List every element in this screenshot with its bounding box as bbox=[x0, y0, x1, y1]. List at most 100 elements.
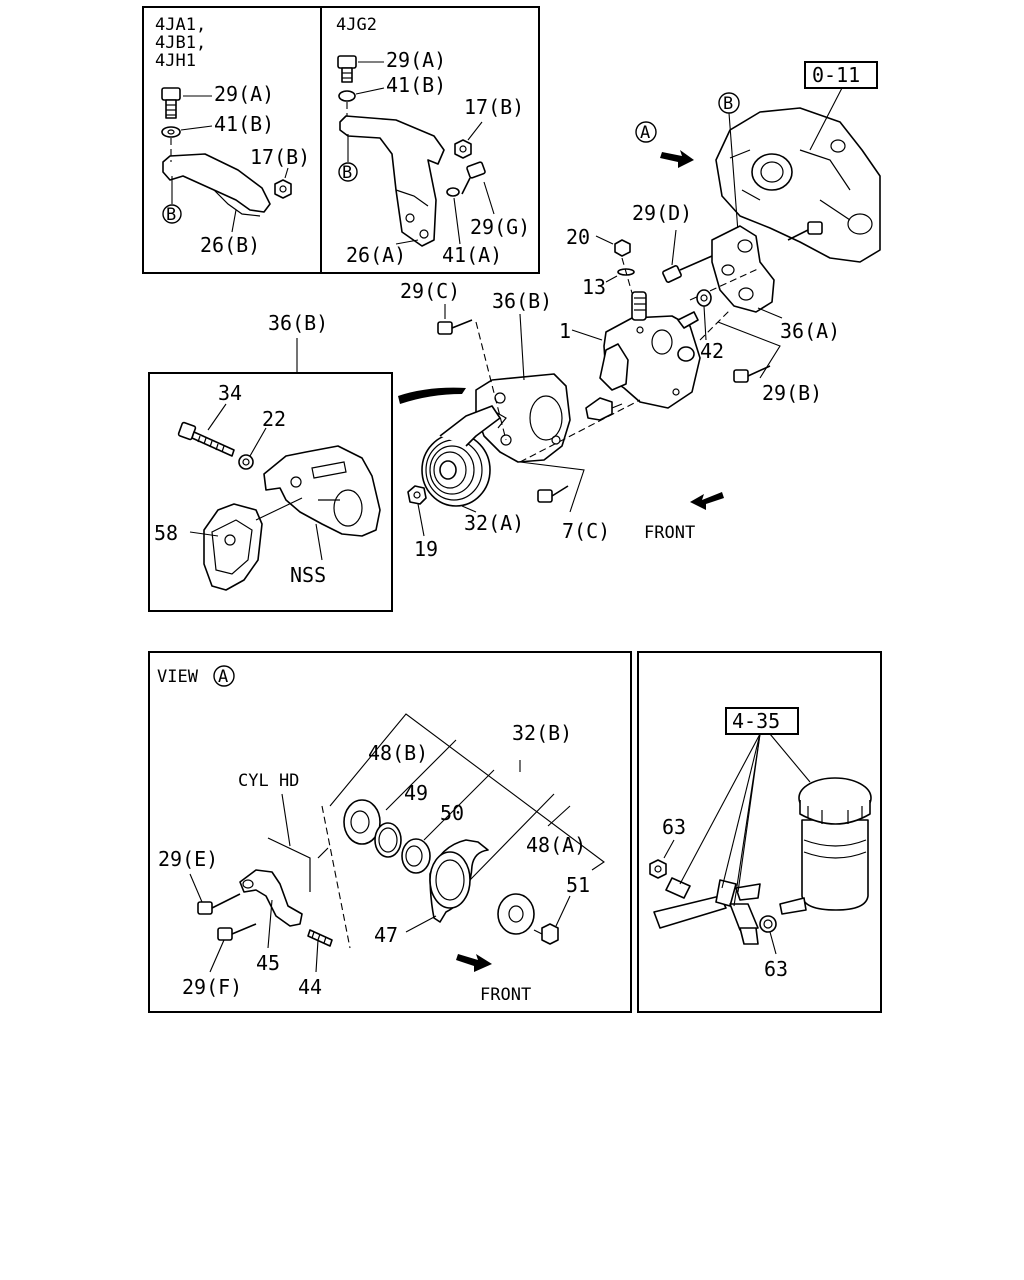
label-26a: 26(A) bbox=[346, 243, 406, 267]
label-49: 49 bbox=[404, 781, 428, 805]
bolt-29g bbox=[461, 161, 486, 195]
bolt-51 bbox=[533, 923, 559, 945]
detail-36b: 36(B) 34 22 NSS 58 bbox=[148, 311, 393, 612]
label-32b: 32(B) bbox=[512, 721, 572, 745]
stud-44 bbox=[307, 929, 333, 947]
detail-pointer bbox=[398, 387, 466, 404]
label-0-11: 0-11 bbox=[812, 63, 860, 87]
view-a-arrow bbox=[660, 150, 694, 168]
bracket-45 bbox=[239, 869, 303, 927]
main-assembly: 0-11 B A 36(A) 29(D) 20 13 bbox=[398, 61, 881, 561]
nut-17b-left bbox=[274, 179, 292, 199]
reservoir-tank bbox=[798, 777, 872, 911]
label-41b-right: 41(B) bbox=[386, 73, 446, 97]
bolt-29a-left bbox=[161, 87, 181, 119]
cover-58 bbox=[203, 503, 263, 591]
label-17b-right: 17(B) bbox=[464, 95, 524, 119]
ref-box-0-11 bbox=[804, 61, 878, 89]
washer-42 bbox=[696, 289, 712, 307]
label-41b-left: 41(B) bbox=[214, 112, 274, 136]
bolt-7c bbox=[537, 485, 569, 503]
callout-a-main bbox=[635, 121, 657, 143]
label-a-main: A bbox=[640, 123, 650, 143]
label-63-lower: 63 bbox=[764, 957, 788, 981]
engine-block bbox=[715, 107, 881, 263]
label-29a-right: 29(A) bbox=[386, 48, 446, 72]
washer-22 bbox=[238, 454, 254, 470]
pulley-32a bbox=[421, 405, 501, 507]
label-front-view: FRONT bbox=[480, 985, 531, 1005]
label-29f: 29(F) bbox=[182, 975, 242, 999]
nut-20 bbox=[614, 239, 631, 257]
nut-17b-right bbox=[454, 139, 472, 159]
hose-left bbox=[653, 895, 727, 929]
label-cyl-hd: CYL HD bbox=[238, 771, 299, 791]
model-label-2: 4JB1, bbox=[155, 33, 206, 53]
label-48a: 48(A) bbox=[526, 833, 586, 857]
label-29a-left: 29(A) bbox=[214, 82, 274, 106]
label-29d: 29(D) bbox=[632, 201, 692, 225]
label-b-left: B bbox=[166, 205, 176, 225]
label-51: 51 bbox=[566, 873, 590, 897]
label-front-main: FRONT bbox=[644, 523, 695, 543]
ref-box-4-35 bbox=[725, 707, 799, 735]
bearing-50 bbox=[401, 838, 431, 874]
label-4-35: 4-35 bbox=[732, 709, 780, 733]
washer-41a bbox=[446, 187, 460, 197]
label-13: 13 bbox=[582, 275, 606, 299]
washer-48a bbox=[497, 893, 535, 935]
label-29e: 29(E) bbox=[158, 847, 218, 871]
label-29c: 29(C) bbox=[400, 279, 460, 303]
label-26b: 26(B) bbox=[200, 233, 260, 257]
label-17b-left: 17(B) bbox=[250, 145, 310, 169]
label-22: 22 bbox=[262, 407, 286, 431]
front-arrow-view bbox=[456, 954, 492, 972]
label-1: 1 bbox=[559, 319, 571, 343]
label-36b-detail: 36(B) bbox=[268, 311, 328, 335]
label-nss: NSS bbox=[290, 563, 326, 587]
hose-right bbox=[729, 903, 759, 931]
label-b-right: B bbox=[342, 163, 352, 183]
tank-panel: 4-35 63 63 bbox=[637, 651, 882, 1013]
front-arrow-main bbox=[690, 492, 724, 510]
bracket-26a bbox=[339, 115, 445, 247]
model-label-1: 4JA1, bbox=[155, 15, 206, 35]
label-36a: 36(A) bbox=[780, 319, 840, 343]
clamp-63-upper bbox=[649, 859, 667, 879]
label-50: 50 bbox=[440, 801, 464, 825]
label-47: 47 bbox=[374, 923, 398, 947]
label-7c: 7(C) bbox=[562, 519, 610, 543]
model-label-3: 4JH1 bbox=[155, 51, 196, 71]
clamp-63-lower bbox=[759, 915, 777, 933]
label-36b-main: 36(B) bbox=[492, 289, 552, 313]
bolt-29b bbox=[733, 365, 771, 383]
label-20: 20 bbox=[566, 225, 590, 249]
label-34: 34 bbox=[218, 381, 242, 405]
bracket-nss bbox=[263, 445, 381, 537]
label-a-view: A bbox=[218, 667, 228, 687]
label-b-main: B bbox=[723, 94, 733, 114]
washer-41b-left bbox=[161, 126, 181, 138]
label-48b: 48(B) bbox=[368, 741, 428, 765]
label-29g: 29(G) bbox=[470, 215, 530, 239]
bolt-29a-right bbox=[337, 55, 357, 83]
label-29b: 29(B) bbox=[762, 381, 822, 405]
label-58: 58 bbox=[154, 521, 178, 545]
washer-48b bbox=[343, 799, 381, 845]
label-44: 44 bbox=[298, 975, 322, 999]
power-steering-pump-1 bbox=[585, 291, 701, 421]
bolt-29f bbox=[217, 923, 257, 941]
bolt-29-right bbox=[787, 221, 823, 241]
label-41a: 41(A) bbox=[442, 243, 502, 267]
bolt-29c bbox=[437, 319, 473, 335]
bolt-34 bbox=[177, 421, 235, 457]
label-63-upper: 63 bbox=[662, 815, 686, 839]
label-42: 42 bbox=[700, 339, 724, 363]
bolt-29e bbox=[197, 893, 241, 915]
label-32a: 32(A) bbox=[464, 511, 524, 535]
view-title: VIEW bbox=[157, 667, 199, 687]
callout-a-view bbox=[213, 665, 235, 687]
bolt-29d bbox=[662, 255, 713, 283]
model-label-4jg2: 4JG2 bbox=[336, 15, 377, 35]
